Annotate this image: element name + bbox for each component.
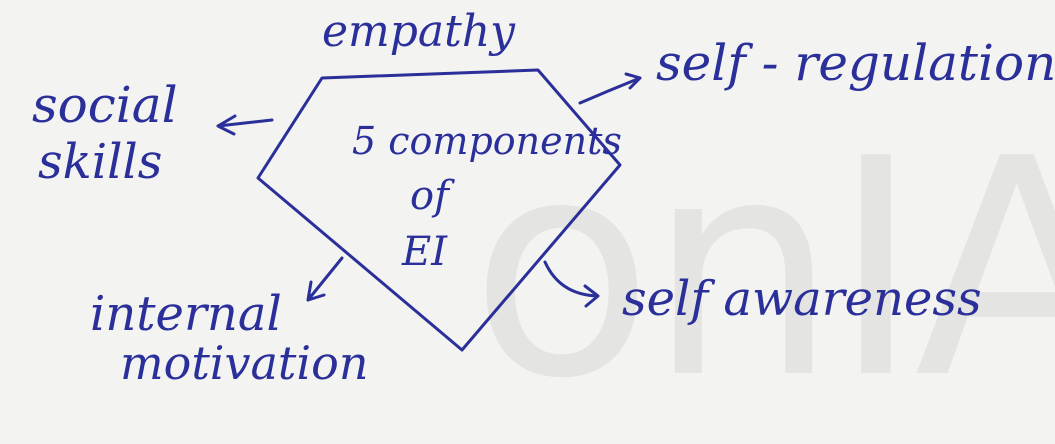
label-social-skills-line2: skills — [38, 134, 163, 190]
arrow-to-self-awareness — [543, 260, 600, 308]
arrow-to-internal-motivation — [306, 256, 344, 302]
label-internal-motivation-line1: internal — [90, 286, 282, 342]
diamond-shape — [256, 68, 622, 352]
label-social-skills-line1: social — [32, 76, 178, 134]
center-title-line3: EI — [402, 229, 447, 275]
center-title-line1: 5 components — [352, 119, 622, 163]
arrow-to-self-regulation — [578, 72, 642, 105]
label-self-regulation: self - regulation — [656, 34, 1055, 92]
label-empathy: empathy — [322, 6, 516, 57]
center-title-line2: of — [410, 173, 449, 219]
diamond-diagram — [216, 68, 642, 352]
label-self-awareness: self awareness — [622, 271, 982, 327]
label-internal-motivation-line2: motivation — [120, 336, 369, 390]
arrow-to-social-skills — [216, 114, 274, 136]
diagram-canvas: onIAS empathy self - regulation social s… — [32, 6, 1055, 444]
